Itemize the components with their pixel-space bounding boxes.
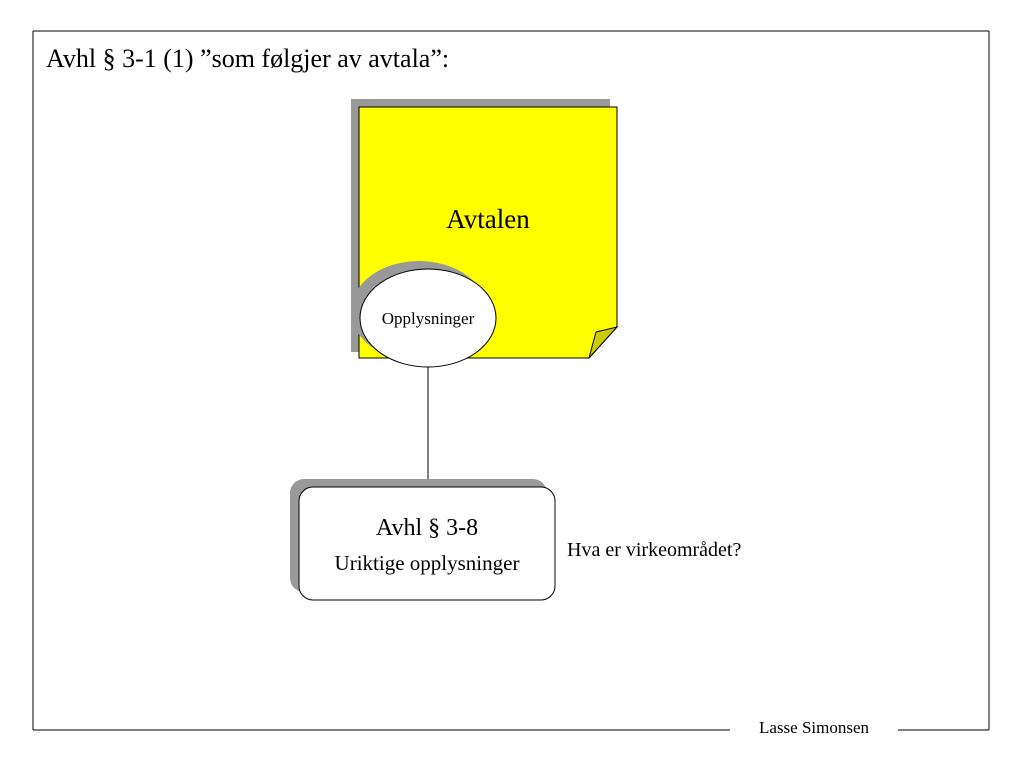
note-fold-corner bbox=[588, 326, 619, 359]
provision-box bbox=[298, 486, 556, 601]
box-line-1: Avhl § 3-8 bbox=[376, 515, 478, 541]
box-line-2: Uriktige opplysninger bbox=[335, 551, 520, 575]
slide-title: Avhl § 3-1 (1) ”som følgjer av avtala”: bbox=[46, 44, 450, 73]
side-note: Hva er virkeområdet? bbox=[567, 539, 741, 561]
oval-label: Opplysninger bbox=[382, 309, 475, 328]
footer-author: Lasse Simonsen bbox=[730, 717, 898, 739]
agreement-label: Avtalen bbox=[446, 204, 530, 234]
